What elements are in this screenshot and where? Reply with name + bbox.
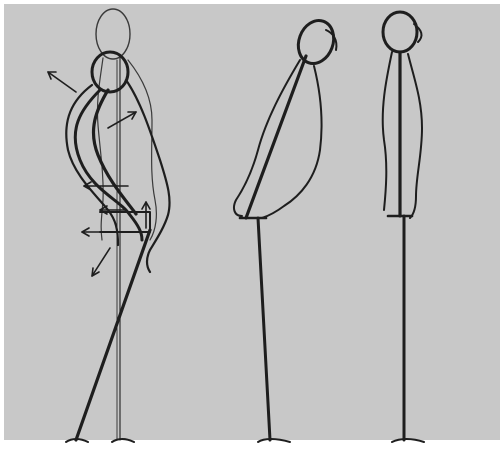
paper-background xyxy=(4,4,500,440)
